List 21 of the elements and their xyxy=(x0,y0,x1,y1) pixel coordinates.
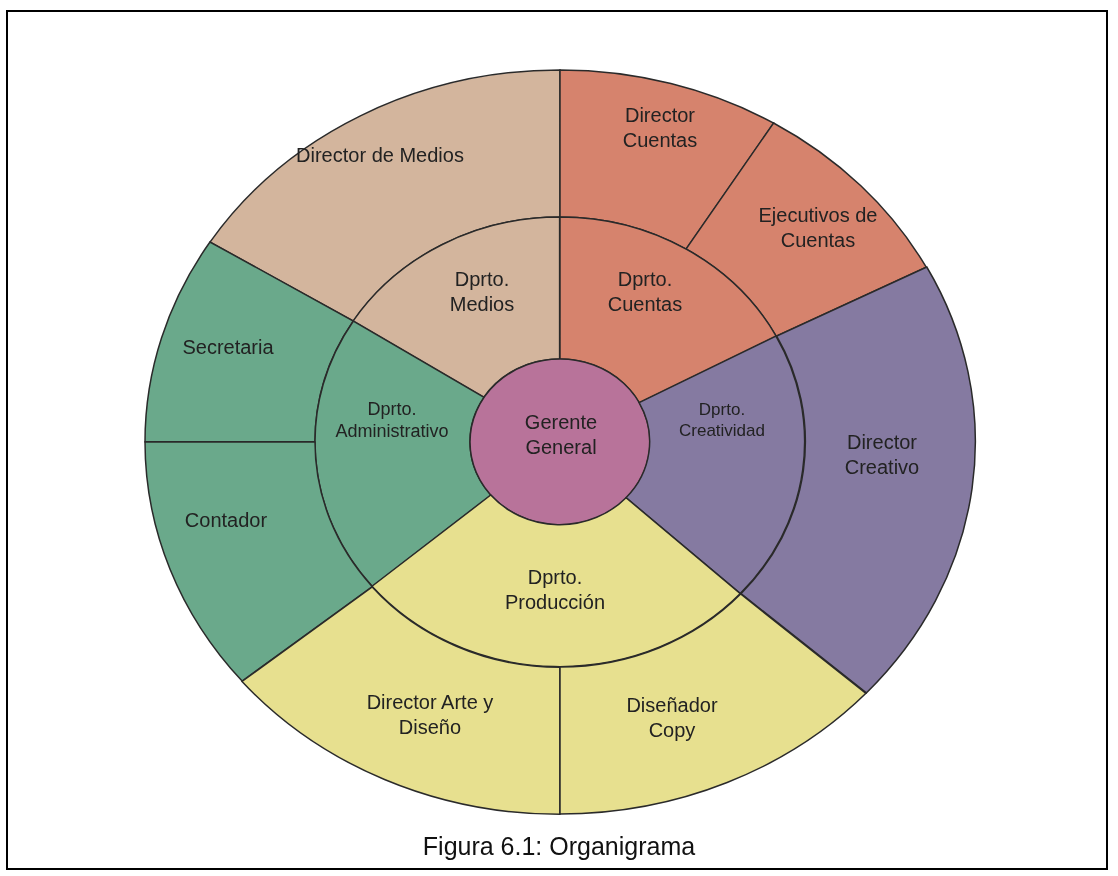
ring-segment xyxy=(315,321,492,587)
ring-segment xyxy=(626,336,805,594)
node-label: Ejecutivos de Cuentas xyxy=(757,203,879,253)
node-label: Dprto. Administrativo xyxy=(334,397,450,443)
node-label: Dprto. Cuentas xyxy=(606,267,684,317)
figure-caption: Figura 6.1: Organigrama xyxy=(421,832,697,861)
center-circle xyxy=(470,359,650,525)
node-label: Dprto. Creatividad xyxy=(678,398,766,442)
node-label: Director Arte y Diseño xyxy=(365,690,495,740)
node-label: Gerente General xyxy=(523,410,599,460)
node-label: Diseñador Copy xyxy=(625,693,719,743)
node-label: Director Cuentas xyxy=(621,103,699,153)
node-label: Director de Medios xyxy=(295,142,465,168)
node-label: Dprto. Producción xyxy=(503,565,606,615)
node-label: Dprto. Medios xyxy=(448,267,516,317)
node-label: Secretaria xyxy=(181,334,275,360)
node-label: Contador xyxy=(183,507,269,533)
ring-segment xyxy=(353,217,560,398)
ring-segment xyxy=(372,495,741,667)
ring-segment xyxy=(145,442,373,682)
node-label: Director Creativo xyxy=(843,430,921,480)
